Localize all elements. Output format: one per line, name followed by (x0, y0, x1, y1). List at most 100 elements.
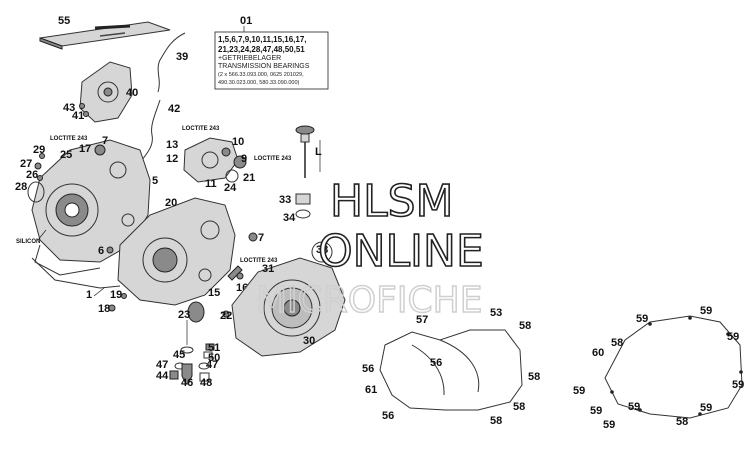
callout-12: 12 (166, 153, 178, 165)
bolt-16 (236, 272, 244, 280)
callout-13: 13 (166, 139, 178, 151)
gasket-clutch-cover (379, 329, 523, 411)
callout-47b: 47 (206, 359, 218, 371)
part-55-booklet (39, 21, 171, 50)
bolt-18 (108, 304, 116, 312)
part-dipstick (295, 125, 321, 178)
callout-24: 24 (224, 182, 237, 194)
callout-58b: 58 (528, 371, 540, 383)
dimension-L: L (315, 146, 322, 158)
kit-note-line4: TRANSMISSION BEARINGS (218, 63, 310, 70)
part-47-ring-b (198, 362, 210, 370)
kit-note-line5: (2 x 566.33.093.000, 0625 201029, (218, 72, 304, 78)
callout-25: 25 (60, 149, 72, 161)
bolt-29 (39, 153, 45, 159)
loctite-label-d: LOCTITE 243 (240, 258, 278, 264)
callout-33: 33 (279, 194, 291, 206)
case-gasket-edge (31, 257, 121, 289)
callout-9: 9 (241, 153, 247, 165)
callout-7: 7 (102, 135, 108, 147)
part-51 (205, 343, 215, 351)
callout-59a: 59 (636, 313, 648, 325)
callout-7b: 7 (258, 232, 264, 244)
callout-1: 1 (86, 289, 92, 301)
part-45-ring (180, 346, 194, 354)
callout-59h: 59 (700, 402, 712, 414)
callout-58c: 58 (513, 401, 525, 413)
part-7-screw (248, 232, 258, 242)
callout-56b: 56 (430, 357, 442, 369)
part-9-seal (233, 155, 247, 169)
bolt-19 (121, 293, 127, 299)
watermark-line2: ONLINE (318, 226, 484, 277)
bolt-27 (34, 162, 42, 170)
callout-58e: 58 (611, 337, 623, 349)
kit-note-line6: 490.30.023.000, 580.33.090.000) (218, 80, 300, 86)
callout-15: 15 (208, 287, 220, 299)
part-34-seal (295, 209, 311, 219)
part-15-fitting (227, 265, 243, 281)
part-22-pin (222, 310, 230, 318)
callout-56c: 56 (382, 410, 394, 422)
loctite-label-b: LOCTITE 243 (182, 126, 220, 132)
callout-47a: 47 (156, 359, 168, 371)
callout-01: 01 (240, 15, 252, 27)
callout-18: 18 (98, 303, 110, 315)
callout-59d: 59 (573, 385, 585, 397)
callout-28: 28 (15, 181, 27, 193)
callout-55: 55 (58, 15, 70, 27)
part-30-clutch-cover (231, 257, 346, 357)
callout-57: 57 (416, 314, 428, 326)
part-24-ring (225, 169, 239, 183)
callout-22: 22 (220, 310, 232, 322)
part-23-seal (187, 301, 205, 323)
callout-53: 53 (490, 307, 502, 319)
part-46-filter-screw (181, 363, 193, 385)
callout-6: 6 (98, 245, 104, 257)
callout-26: 26 (26, 169, 38, 181)
callout-48: 48 (200, 377, 212, 389)
callout-59g: 59 (628, 401, 640, 413)
callout-27: 27 (20, 158, 32, 170)
gasket-ignition-cover (604, 315, 743, 419)
callout-10: 10 (232, 136, 244, 148)
part-39-hose (157, 32, 186, 93)
callout-59i: 59 (603, 419, 615, 431)
silicon-label: SILICON (16, 239, 40, 245)
watermark-line1: HLSM (330, 176, 454, 227)
part-42-hose (141, 99, 161, 161)
callout-58a: 58 (519, 320, 531, 332)
callout-41: 41 (72, 110, 84, 122)
callout-30: 30 (303, 335, 315, 347)
crankcase-left-half (31, 139, 151, 276)
callout-17: 17 (79, 143, 91, 155)
kit-note-line2: 21,23,24,28,47,48,50,51 (218, 45, 305, 54)
callout-40: 40 (126, 87, 138, 99)
bolt-26 (37, 175, 43, 181)
callout-46: 46 (181, 377, 193, 389)
callout-43: 43 (63, 102, 75, 114)
kit-note-box (214, 31, 329, 90)
callout-50: 50 (208, 352, 220, 364)
callout-59b: 59 (700, 305, 712, 317)
part-50 (203, 351, 213, 359)
callout-20: 20 (165, 197, 177, 209)
callout-58d: 58 (490, 415, 502, 427)
part-33-plug (295, 193, 311, 205)
callout-34: 34 (283, 212, 296, 224)
watermark-line3: MICROFICHE (256, 280, 482, 321)
kit-note-line1: 1,5,6,7,9,10,11,15,16,17, (218, 35, 307, 44)
part-6-dowel (106, 246, 114, 254)
part-44 (169, 370, 179, 380)
callout-59c: 59 (727, 331, 739, 343)
kit-note-line3: +GETRIEBELAGER (218, 55, 281, 62)
bolt-43 (79, 103, 85, 109)
callout-31: 31 (262, 263, 274, 275)
callout-59f: 59 (590, 405, 602, 417)
loctite-label-a: LOCTITE 243 (50, 136, 88, 142)
callout-42: 42 (168, 103, 180, 115)
callout-11: 11 (205, 178, 217, 190)
callout-61: 61 (365, 384, 377, 396)
